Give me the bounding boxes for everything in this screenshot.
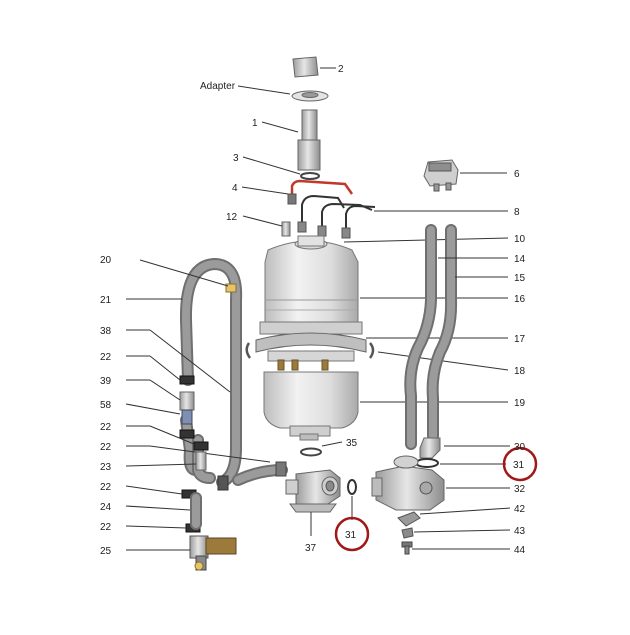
label-12: 12	[226, 212, 238, 223]
highlight-circle-31-right	[502, 446, 538, 482]
label-31-middle: 31	[345, 530, 357, 541]
leader-24	[125, 505, 191, 511]
label-23: 23	[100, 462, 112, 473]
label-39: 39	[100, 376, 112, 387]
label-3: 3	[233, 153, 239, 164]
label-37: 37	[305, 543, 317, 554]
leader-22c-2	[149, 445, 271, 463]
part-30-elbow	[419, 437, 510, 459]
label-22-b: 22	[100, 422, 112, 433]
part-32-pump	[371, 455, 510, 511]
highlight-circle-31-middle	[334, 516, 370, 552]
leader-20	[139, 259, 229, 287]
label-21: 21	[100, 295, 112, 306]
leader-22a-2	[149, 355, 181, 381]
steam-cylinder	[245, 235, 509, 441]
label-24: 24	[100, 502, 112, 513]
leader-1	[261, 121, 299, 133]
label-30: 30	[514, 442, 526, 453]
label-42: 42	[514, 504, 526, 515]
leader-22e	[125, 525, 187, 529]
leader-23	[125, 463, 197, 467]
leader-43	[413, 529, 511, 533]
part-1-pipe	[261, 109, 321, 171]
leader-58	[125, 403, 181, 415]
label-8: 8	[514, 207, 520, 218]
part-3-oring	[242, 156, 320, 180]
label-38: 38	[100, 326, 112, 337]
label-1: 1	[252, 118, 258, 129]
label-58: 58	[100, 400, 112, 411]
left-hose-assembly	[126, 258, 288, 491]
part-6-connector	[423, 159, 507, 192]
leader-35	[321, 441, 343, 447]
label-18: 18	[514, 366, 526, 377]
label-22-c: 22	[100, 442, 112, 453]
leader-4	[241, 186, 289, 195]
part-2-cap	[292, 56, 336, 78]
part-35-gasket	[300, 441, 343, 457]
part-adapter	[237, 85, 329, 102]
label-6: 6	[514, 169, 520, 180]
label-14: 14	[514, 254, 526, 265]
leader-39-2	[149, 379, 181, 401]
label-43: 43	[514, 526, 526, 537]
label-44: 44	[514, 545, 526, 556]
label-22-e: 22	[100, 522, 112, 533]
label-22-a: 22	[100, 352, 112, 363]
label-20: 20	[100, 255, 112, 266]
part-4-cable	[241, 179, 354, 205]
part-42-bracket	[397, 507, 511, 527]
leader-adapter	[237, 85, 291, 95]
callout-labels: Adapter 2 1 3 4 6 8 12 10 14 15 16 17 18…	[100, 64, 526, 557]
label-17: 17	[514, 334, 526, 345]
label-31-right: 31	[513, 460, 525, 471]
part-37-tee	[285, 469, 341, 536]
label-adapter: Adapter	[200, 81, 236, 92]
label-16: 16	[514, 294, 526, 305]
part-39-58-fittings	[125, 379, 195, 425]
leader-42	[419, 507, 511, 515]
part-25-valve	[126, 535, 237, 571]
label-2: 2	[338, 64, 344, 75]
label-10: 10	[514, 234, 526, 245]
leader-22b-2	[149, 425, 195, 445]
part-31-oring-middle	[347, 479, 357, 520]
part-43-clip	[401, 527, 511, 539]
label-4: 4	[232, 183, 238, 194]
part-44-screw	[401, 541, 510, 555]
part-8-cables	[297, 194, 508, 239]
leader-38-b	[149, 329, 231, 393]
leader-12	[242, 215, 283, 227]
part-14-15-hoses	[404, 224, 508, 450]
label-35: 35	[346, 438, 358, 449]
label-32: 32	[514, 484, 526, 495]
label-15: 15	[514, 273, 526, 284]
part-23-24	[125, 451, 207, 530]
part-31-oring-right	[415, 458, 506, 468]
leader-3	[242, 156, 301, 175]
part-12-fitting	[242, 215, 291, 237]
label-25: 25	[100, 546, 112, 557]
label-19: 19	[514, 398, 526, 409]
leader-22d	[125, 485, 183, 495]
label-22-d: 22	[100, 482, 112, 493]
